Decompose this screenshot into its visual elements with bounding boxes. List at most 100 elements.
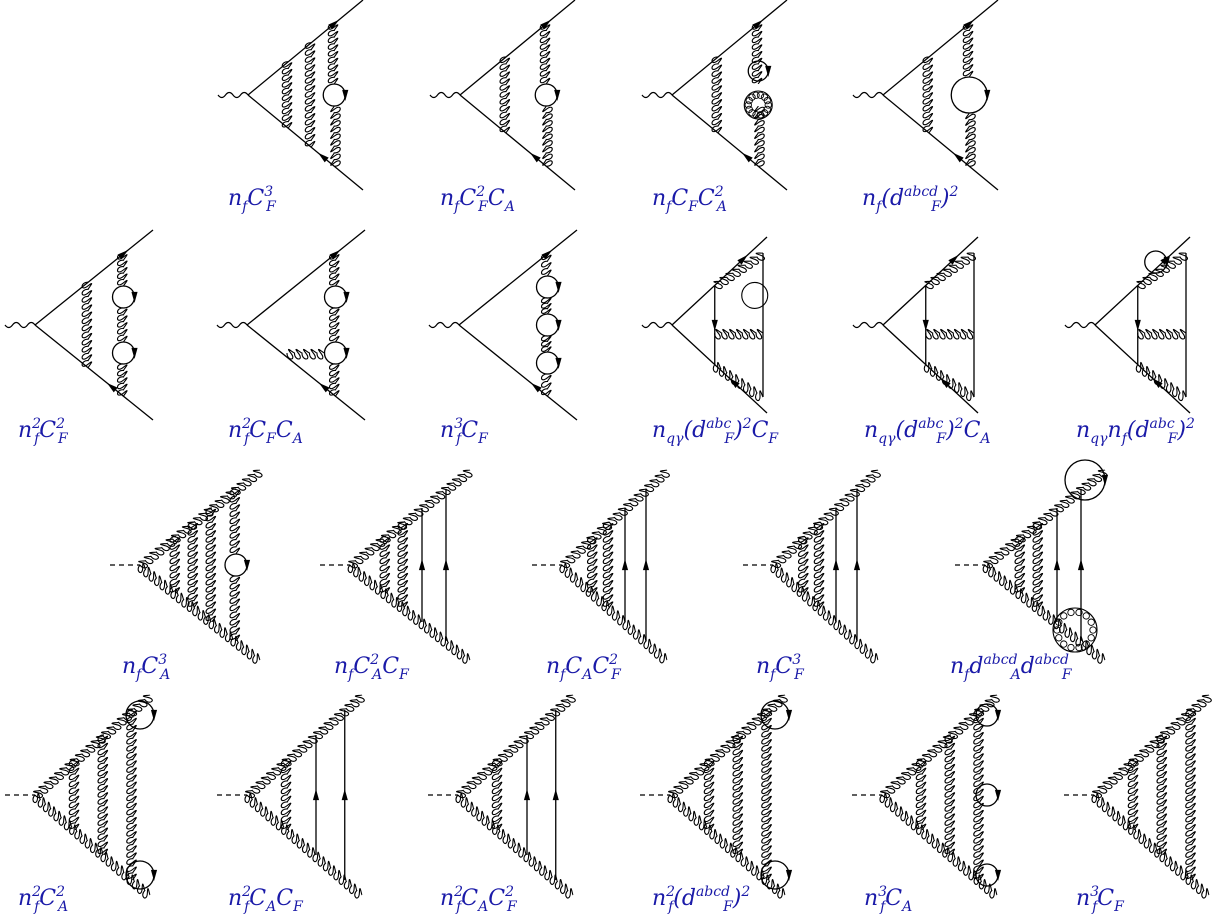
gluon-line [127,710,137,880]
gluon-line [230,576,240,641]
gluon-line [542,298,552,314]
quark-loop [535,84,557,106]
photon-line [642,323,672,328]
gluon-line [98,735,108,855]
gluon-line [881,695,1000,798]
quark-loop [225,554,247,576]
photon-line [429,323,459,328]
gluon-line [246,695,365,798]
arrow-head [151,710,157,721]
arrow-head [131,292,137,303]
gluon-line [138,563,260,663]
gluon-loop-curl [1083,613,1089,619]
gluon-loop-curl [757,92,763,98]
quark-loop [951,77,987,113]
fermion-line [247,325,365,420]
gluon-line [713,362,763,400]
arrow-head [555,320,561,331]
arrow-head [343,292,349,303]
arrow-head [984,90,990,101]
gluon-line [540,24,550,84]
gluon-line [814,522,824,608]
arrow-head [343,348,349,359]
diagram-r3-5 [955,460,1108,663]
fermion-line [460,0,575,95]
quark-loop [761,861,789,889]
gluon-line [118,254,128,286]
fermion-line [460,95,575,190]
gluon-line [500,57,510,133]
photon-line [642,93,672,98]
gluon-line [1138,329,1186,339]
gluon-line [118,308,128,342]
diagram-r3-4 [743,470,880,663]
gluon-line [772,470,881,568]
gluon-line [603,522,613,608]
gluon-loop-curl [1090,627,1096,633]
arrow-head [342,789,348,800]
diagram-r3-2 [320,470,472,663]
gluon-line [963,24,973,77]
arrow-head [554,90,560,101]
gluon-line [669,695,788,798]
gluon-line [34,695,153,798]
arrow-head [419,559,425,570]
diagram-r1-3 [642,0,787,190]
gluon-line [305,43,315,148]
gluon-line [349,470,472,568]
gluon-line [543,106,553,166]
diagram-r1-1 [218,0,363,190]
caption-r4-2: n2fCACF [228,884,304,915]
gluon-loop-curl [1088,619,1094,625]
fermion-line [35,230,153,325]
arrow-head [765,66,771,77]
quark-loop [323,84,345,106]
gluon-loop-curl [1068,644,1074,650]
quark-loop [113,342,135,364]
gluon-line [733,735,743,855]
arrow-head [854,559,860,570]
gluon-line [1186,710,1196,880]
gluon-line [560,563,667,663]
fermion-line [459,230,577,325]
gluon-loop-curl [1061,613,1067,619]
gluon-loop-curl [1056,635,1062,641]
quark-loop [537,314,559,336]
fermion-line [459,325,577,420]
gluon-line [139,470,262,568]
photon-line [853,323,883,328]
arrow-head [1054,559,1060,570]
fermion-line [247,230,365,325]
arrow-head [342,90,348,101]
gluon-line [966,113,976,166]
gluon-loop-outer [742,282,768,308]
quark-loop [537,276,559,298]
gluon-line [330,308,340,342]
gluon-line [282,62,292,129]
diagram-r2-5 [853,237,978,413]
arrow-head [443,559,449,570]
diagram-r2-3 [429,230,577,420]
gluon-line [1093,695,1212,798]
diagram-r2-2 [217,230,365,420]
arrow-head [643,559,649,570]
gluon-line [118,364,128,396]
photon-line [853,93,883,98]
gluon-line [925,253,976,289]
caption-r2-1: n2fC2F [18,416,69,447]
arrow-head [555,358,561,369]
gluon-line [974,710,984,880]
gluon-line [398,522,408,608]
diagram-r3-1 [110,470,262,663]
arrow-head [131,348,137,359]
gluon-line [542,336,552,352]
gluon-line [561,470,670,568]
gluon-line [588,536,598,593]
diagram-r3-3 [532,470,669,663]
gluon-loop-outer [744,91,772,119]
diagram-r4-3 [428,695,575,898]
gluon-line [330,254,340,286]
arrow-head [244,560,250,571]
